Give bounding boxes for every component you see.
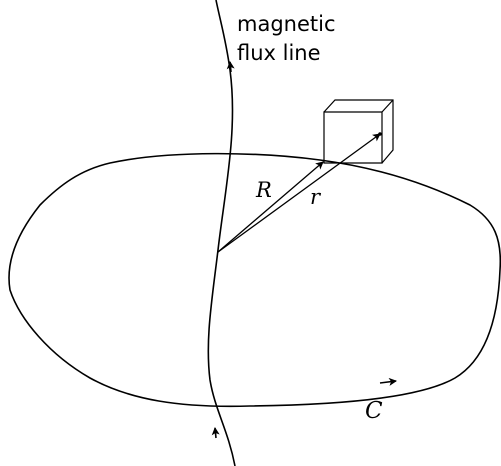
flux-arrow-bottom (211, 427, 220, 439)
vector-r-endpoint (378, 132, 382, 136)
curve-c-label: C (365, 398, 383, 424)
curve-direction-arrow (379, 377, 397, 386)
closed-curve-c (8, 152, 501, 408)
flux-arrow-top (226, 61, 235, 73)
flux-line-label-line1: magnetic (237, 12, 336, 36)
vector-r-label: r (310, 185, 322, 209)
flux-line-label-line2: flux line (237, 41, 321, 65)
vector-R-label: R (255, 178, 272, 202)
vector-R-arrow (217, 161, 324, 253)
volume-element-cube (323, 99, 394, 164)
vector-r-arrow (217, 133, 381, 253)
magnetic-flux-line (207, 0, 236, 466)
